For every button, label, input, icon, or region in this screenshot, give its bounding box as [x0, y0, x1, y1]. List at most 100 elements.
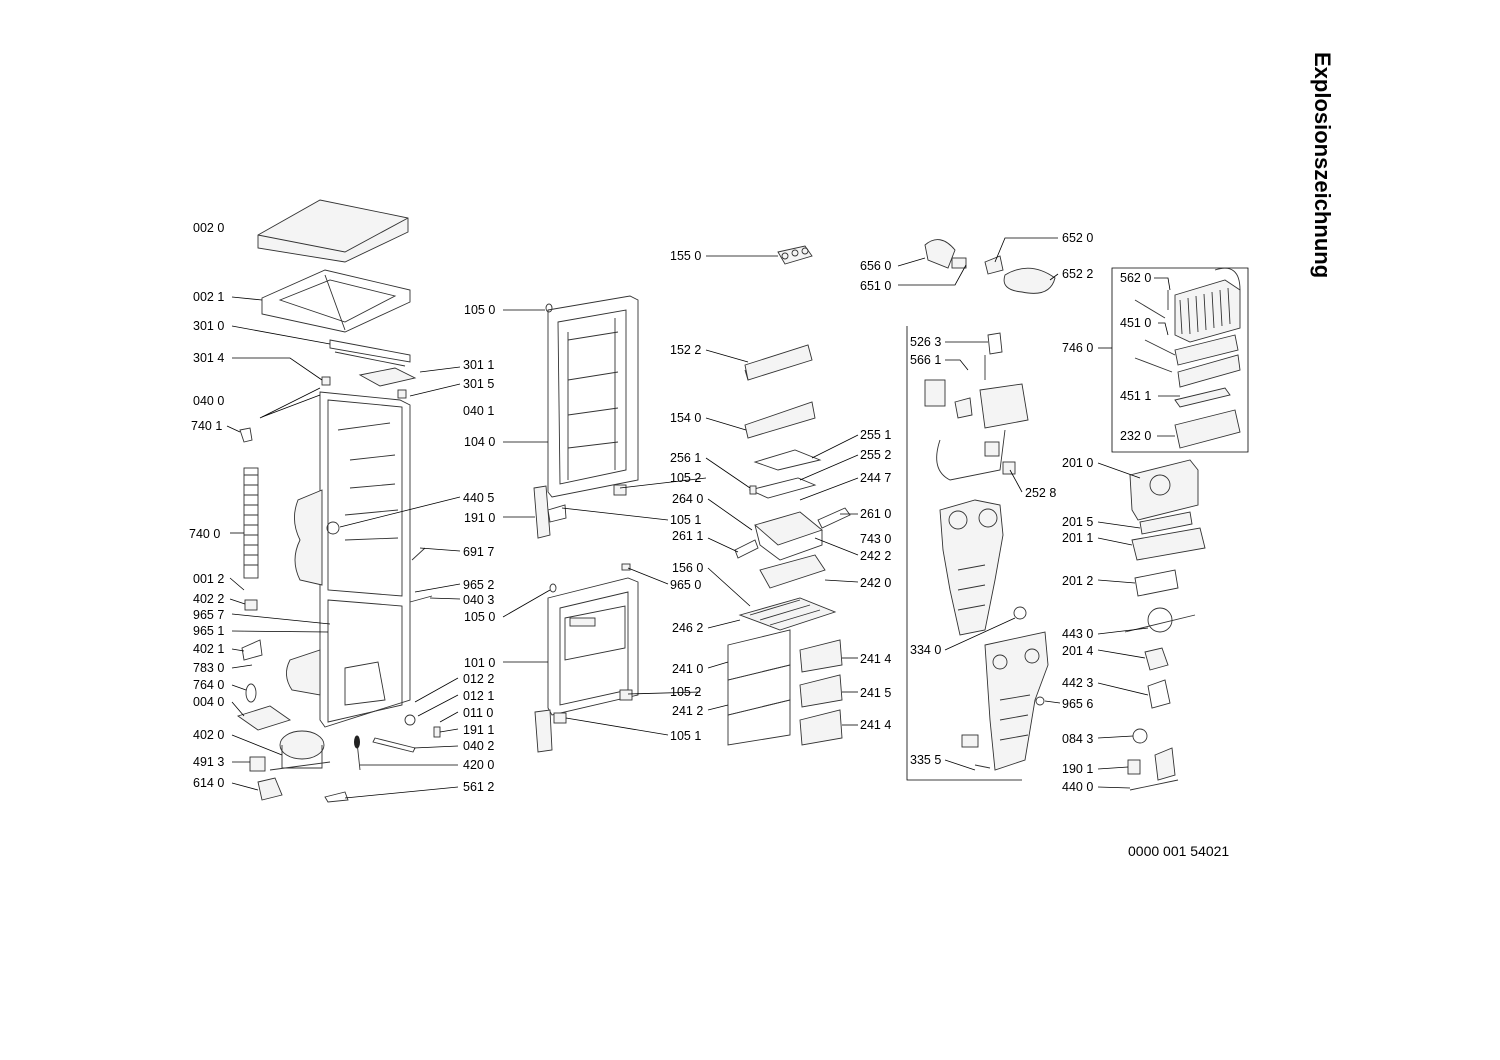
leader-lines-middle [561, 255, 859, 736]
part-label: 402 2 [193, 592, 224, 606]
part-label: 241 2 [672, 704, 703, 718]
part-label: 252 8 [1025, 486, 1056, 500]
evaporator-group [1111, 267, 1249, 791]
part-label: 440 0 [1062, 780, 1093, 794]
part-label: 190 1 [1062, 762, 1093, 776]
part-label: 420 0 [463, 758, 494, 772]
part-label: 442 3 [1062, 676, 1093, 690]
part-label: 301 5 [463, 377, 494, 391]
part-label: 246 2 [672, 621, 703, 635]
part-label: 691 7 [463, 545, 494, 559]
part-label: 740 1 [191, 419, 222, 433]
part-label: 012 2 [463, 672, 494, 686]
part-label: 783 0 [193, 661, 224, 675]
leader-lines-doors [502, 309, 551, 663]
part-label: 040 2 [463, 739, 494, 753]
part-label: 004 0 [193, 695, 224, 709]
part-label: 001 2 [193, 572, 224, 586]
part-label: 562 0 [1120, 271, 1151, 285]
part-label: 201 0 [1062, 456, 1093, 470]
condenser-coil [243, 467, 259, 579]
part-label: 402 0 [193, 728, 224, 742]
part-label: 443 0 [1062, 627, 1093, 641]
shelves-and-drawers [727, 245, 851, 746]
part-label: 965 1 [193, 624, 224, 638]
part-label: 965 6 [1062, 697, 1093, 711]
part-label: 101 0 [464, 656, 495, 670]
part-label: 242 0 [860, 576, 891, 590]
part-label: 614 0 [193, 776, 224, 790]
part-label: 244 7 [860, 471, 891, 485]
part-label: 104 0 [464, 435, 495, 449]
part-label: 652 0 [1062, 231, 1093, 245]
page-title: Explosionszeichnung [1310, 52, 1335, 279]
part-label: 241 5 [860, 686, 891, 700]
part-label: 764 0 [193, 678, 224, 692]
door-assembly [533, 295, 639, 753]
part-label: 334 0 [910, 643, 941, 657]
part-label: 526 3 [910, 335, 941, 349]
part-label: 652 2 [1062, 267, 1093, 281]
part-label: 191 0 [464, 511, 495, 525]
part-label: 201 5 [1062, 515, 1093, 529]
document-number: 0000 001 54021 [1128, 843, 1230, 859]
leader-lines-control [897, 237, 1061, 771]
part-label: 566 1 [910, 353, 941, 367]
part-label: 261 0 [860, 507, 891, 521]
part-label: 201 4 [1062, 644, 1093, 658]
part-label: 241 4 [860, 718, 891, 732]
part-label: 440 5 [463, 491, 494, 505]
part-label: 743 0 [860, 532, 891, 546]
part-label: 740 0 [189, 527, 220, 541]
part-label: 335 5 [910, 753, 941, 767]
part-label: 155 0 [670, 249, 701, 263]
part-label: 242 2 [860, 549, 891, 563]
part-label: 105 2 [670, 685, 701, 699]
compressor [269, 730, 331, 771]
part-label: 451 1 [1120, 389, 1151, 403]
part-label: 656 0 [860, 259, 891, 273]
part-label: 301 0 [193, 319, 224, 333]
evaporator-coil [1174, 267, 1241, 343]
part-label: 965 2 [463, 578, 494, 592]
part-label: 491 3 [193, 755, 224, 769]
part-label: 264 0 [672, 492, 703, 506]
part-label: 105 2 [670, 471, 701, 485]
part-label: 154 0 [670, 411, 701, 425]
cabinet-assembly [236, 199, 441, 803]
part-label: 011 0 [463, 706, 493, 720]
control-housing-group [906, 239, 1056, 781]
part-label: 002 0 [193, 221, 224, 235]
part-label: 084 3 [1062, 732, 1093, 746]
leader-lines-right [1097, 277, 1180, 789]
part-label: 152 2 [670, 343, 701, 357]
part-label: 965 7 [193, 608, 224, 622]
part-label: 002 1 [193, 290, 224, 304]
part-label: 256 1 [670, 451, 701, 465]
part-label: 040 0 [193, 394, 224, 408]
part-label: 201 2 [1062, 574, 1093, 588]
part-label: 012 1 [463, 689, 494, 703]
part-label: 040 1 [463, 404, 494, 418]
part-labels: 002 0 002 1 301 0 301 4 040 0 740 1 740 … [189, 221, 1151, 794]
part-label: 261 1 [672, 529, 703, 543]
leader-lines-left [226, 296, 461, 799]
part-label: 451 0 [1120, 316, 1151, 330]
part-label: 255 1 [860, 428, 891, 442]
part-label: 746 0 [1062, 341, 1093, 355]
part-label: 232 0 [1120, 429, 1151, 443]
part-label: 301 4 [193, 351, 224, 365]
part-label: 201 1 [1062, 531, 1093, 545]
part-label: 105 1 [670, 729, 701, 743]
part-label: 651 0 [860, 279, 891, 293]
part-label: 965 0 [670, 578, 701, 592]
part-label: 040 3 [463, 593, 494, 607]
part-label: 561 2 [463, 780, 494, 794]
part-label: 241 4 [860, 652, 891, 666]
part-label: 105 1 [670, 513, 701, 527]
part-label: 156 0 [672, 561, 703, 575]
part-label: 402 1 [193, 642, 224, 656]
part-label: 255 2 [860, 448, 891, 462]
part-label: 241 0 [672, 662, 703, 676]
